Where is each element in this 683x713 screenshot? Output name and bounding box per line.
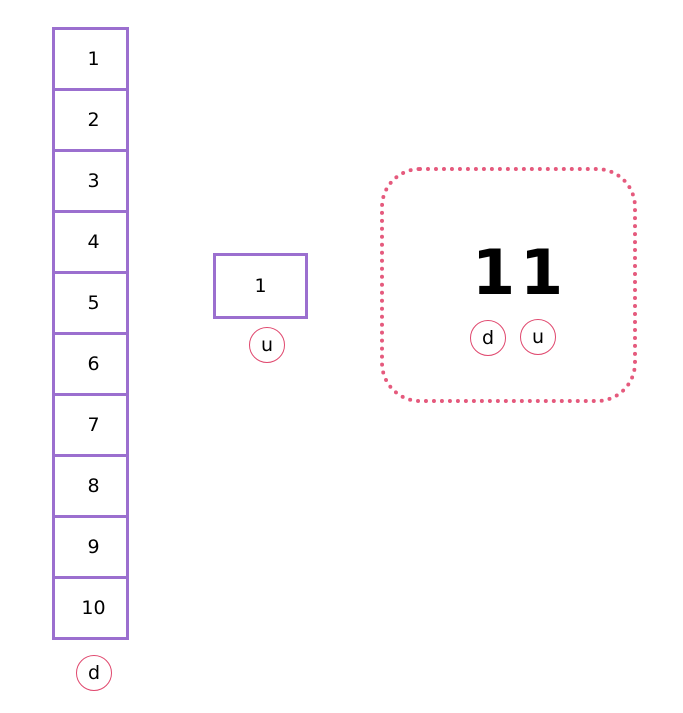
result-frame <box>380 167 637 403</box>
tens-cell-2: 2 <box>55 88 126 149</box>
tens-cell-6: 6 <box>55 332 126 393</box>
tens-cell-9: 9 <box>55 515 126 576</box>
result-tens-label: d <box>470 320 506 356</box>
tens-cell-5: 5 <box>55 271 126 332</box>
tens-cell-10: 10 <box>55 576 126 637</box>
tens-cell-7: 7 <box>55 393 126 454</box>
ones-box-label: u <box>249 327 285 363</box>
tens-cell-1: 1 <box>87 48 100 70</box>
result-ones-label: u <box>520 319 556 355</box>
tens-column: 1 2 3 4 5 6 7 8 9 10 <box>52 27 129 640</box>
result-tens-digit: 1 <box>472 236 516 309</box>
ones-box: 1 <box>213 253 308 319</box>
tens-cell-8: 8 <box>55 454 126 515</box>
tens-cell-4: 4 <box>55 210 126 271</box>
tens-column-label: d <box>76 655 112 691</box>
result-ones-digit: 1 <box>520 236 564 309</box>
tens-cell-3: 3 <box>55 149 126 210</box>
